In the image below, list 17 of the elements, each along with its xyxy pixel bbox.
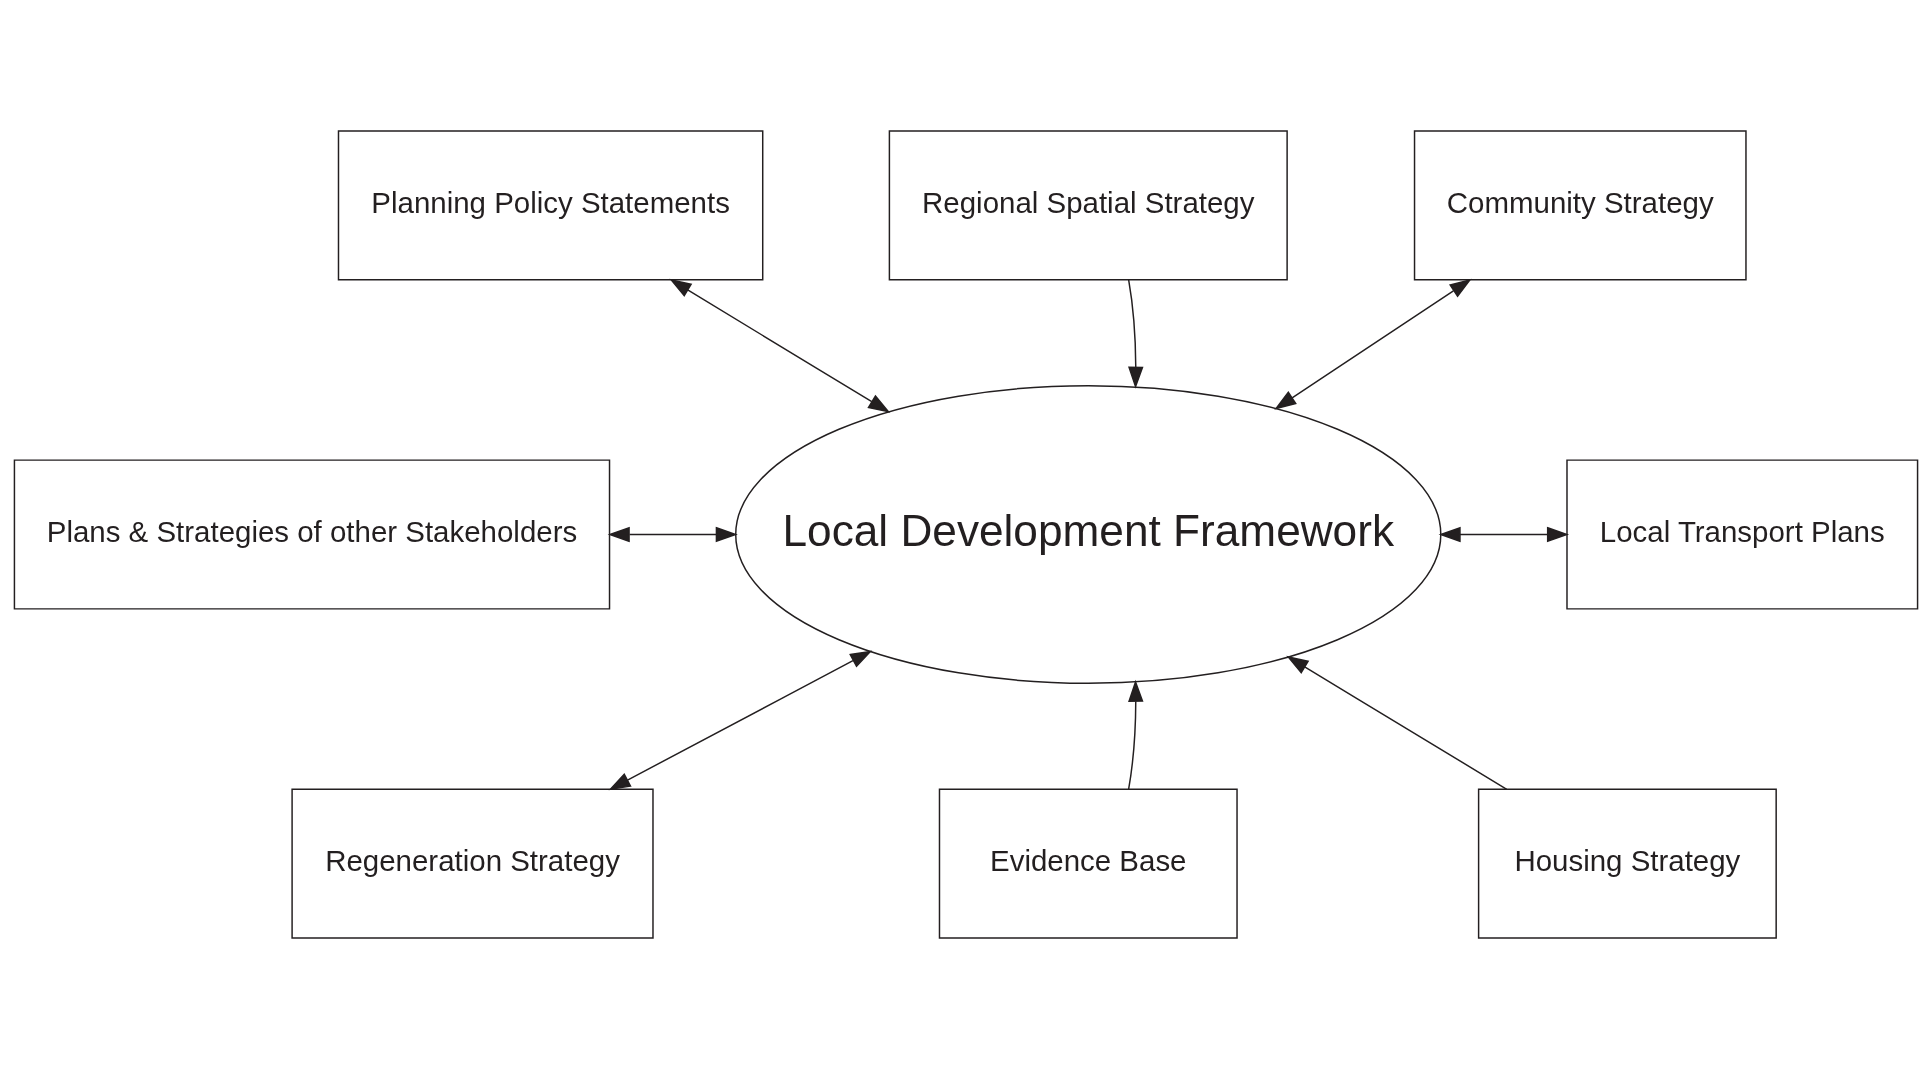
node-box: Local Transport Plans bbox=[1566, 459, 1919, 610]
node-box: Housing Strategy bbox=[1477, 788, 1777, 939]
node-box: Regional Spatial Strategy bbox=[888, 130, 1288, 281]
node-ellipse: Local Development Framework bbox=[735, 385, 1442, 684]
node-box: Evidence Base bbox=[938, 788, 1238, 939]
arrow bbox=[669, 278, 891, 413]
node-box: Planning Policy Statements bbox=[337, 130, 764, 281]
arrow bbox=[1438, 526, 1570, 543]
arrow bbox=[1127, 679, 1144, 790]
arrow bbox=[607, 526, 738, 543]
arrow bbox=[608, 650, 873, 791]
arrow bbox=[1274, 278, 1472, 410]
arrow bbox=[1127, 279, 1144, 389]
node-box: Community Strategy bbox=[1413, 130, 1747, 281]
arrow bbox=[1286, 655, 1508, 790]
node-box: Regeneration Strategy bbox=[291, 788, 654, 939]
node-box: Plans & Strategies of other Stakeholders bbox=[13, 459, 611, 610]
